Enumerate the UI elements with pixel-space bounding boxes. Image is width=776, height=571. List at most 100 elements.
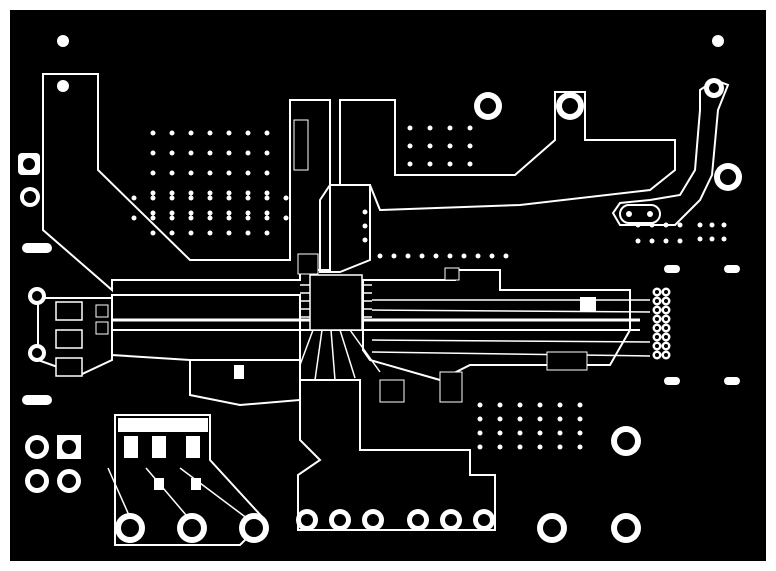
right-connector-pins bbox=[652, 287, 671, 360]
bottom-left-trace bbox=[145, 467, 193, 523]
stitching-via bbox=[226, 130, 232, 136]
stitching-via bbox=[169, 195, 175, 201]
stitching-via bbox=[537, 402, 543, 408]
stitching-via bbox=[433, 253, 439, 259]
connector-pin-hole bbox=[664, 317, 668, 321]
smd-components bbox=[118, 119, 596, 490]
connector-pin-hole bbox=[664, 290, 668, 294]
connector-pin-hole bbox=[655, 335, 659, 339]
stitching-via bbox=[577, 416, 583, 422]
stitching-via bbox=[503, 253, 509, 259]
stitching-vias bbox=[131, 125, 727, 450]
connector-pin-hole bbox=[664, 335, 668, 339]
stitching-via bbox=[188, 215, 194, 221]
central-ic bbox=[300, 274, 372, 331]
stitching-via bbox=[467, 125, 473, 131]
stitching-via bbox=[537, 430, 543, 436]
stitching-via bbox=[188, 230, 194, 236]
stitching-via bbox=[207, 210, 213, 216]
stitching-via bbox=[245, 170, 251, 176]
stitching-via bbox=[264, 215, 270, 221]
mounting-hole bbox=[57, 80, 69, 92]
stitching-via bbox=[283, 215, 289, 221]
stitching-via bbox=[447, 161, 453, 167]
stitching-via bbox=[207, 130, 213, 136]
ic-fanout-trace bbox=[330, 329, 336, 381]
stitching-via bbox=[188, 195, 194, 201]
stitching-via bbox=[264, 150, 270, 156]
connector-pin-hole bbox=[655, 353, 659, 357]
stitching-via bbox=[207, 150, 213, 156]
stitching-via bbox=[245, 195, 251, 201]
connector-pin-hole bbox=[655, 326, 659, 330]
stitching-via bbox=[557, 430, 563, 436]
stitching-via bbox=[447, 253, 453, 259]
stitching-via bbox=[245, 150, 251, 156]
stitching-via bbox=[663, 222, 669, 228]
stitching-via bbox=[207, 230, 213, 236]
stitching-via bbox=[709, 236, 715, 242]
board-copper-pour bbox=[10, 10, 766, 561]
stitching-via bbox=[207, 215, 213, 221]
stitching-via bbox=[264, 230, 270, 236]
stitching-via bbox=[497, 402, 503, 408]
stitching-via bbox=[677, 238, 683, 244]
stitching-via bbox=[226, 195, 232, 201]
stitching-via bbox=[169, 150, 175, 156]
stitching-via bbox=[131, 195, 137, 201]
connector-pin-hole bbox=[655, 290, 659, 294]
stitching-via bbox=[207, 190, 213, 196]
stitching-via bbox=[517, 444, 523, 450]
ic-fanout-trace bbox=[314, 329, 323, 381]
connector-pin-hole bbox=[655, 308, 659, 312]
stitching-via bbox=[188, 210, 194, 216]
stitching-via bbox=[188, 190, 194, 196]
stitching-via bbox=[557, 444, 563, 450]
stitching-via bbox=[245, 190, 251, 196]
connector-pin-hole bbox=[664, 326, 668, 330]
stitching-via bbox=[577, 430, 583, 436]
stitching-via bbox=[188, 130, 194, 136]
ic-fanout-trace bbox=[349, 329, 381, 373]
stitching-via bbox=[150, 195, 156, 201]
stitching-via bbox=[245, 215, 251, 221]
stitching-via bbox=[557, 416, 563, 422]
stitching-via bbox=[537, 416, 543, 422]
stitching-via bbox=[447, 143, 453, 149]
stitching-via bbox=[477, 444, 483, 450]
stitching-via bbox=[407, 125, 413, 131]
stitching-via bbox=[245, 210, 251, 216]
bottom-connector-pour-outline bbox=[297, 379, 496, 531]
stitching-via bbox=[447, 125, 453, 131]
stitching-via bbox=[677, 222, 683, 228]
stitching-via bbox=[517, 402, 523, 408]
stitching-via bbox=[264, 130, 270, 136]
stitching-via bbox=[169, 170, 175, 176]
top-center-pour-outline bbox=[339, 91, 676, 212]
connector-pin-hole bbox=[655, 299, 659, 303]
stitching-via bbox=[461, 253, 467, 259]
stitching-via bbox=[577, 402, 583, 408]
lower-left-block-outline bbox=[189, 359, 301, 407]
stitching-via bbox=[497, 416, 503, 422]
stitching-via bbox=[709, 222, 715, 228]
stitching-via bbox=[226, 210, 232, 216]
oval-slots bbox=[22, 243, 740, 405]
stitching-via bbox=[663, 238, 669, 244]
right-top-trace-outline bbox=[611, 78, 730, 226]
stitching-via bbox=[697, 236, 703, 242]
stitching-via bbox=[377, 253, 383, 259]
stitching-via bbox=[362, 223, 368, 229]
ic-fanout-trace bbox=[299, 329, 314, 366]
right-signal-trace bbox=[371, 351, 651, 357]
connector-pin-hole bbox=[664, 299, 668, 303]
stitching-via bbox=[427, 161, 433, 167]
stitching-via bbox=[264, 195, 270, 201]
stitching-via bbox=[226, 215, 232, 221]
stitching-via bbox=[226, 190, 232, 196]
stitching-via bbox=[649, 238, 655, 244]
stitching-via bbox=[207, 170, 213, 176]
stitching-via bbox=[489, 253, 495, 259]
stitching-via bbox=[517, 430, 523, 436]
mounting-hole bbox=[712, 35, 724, 47]
